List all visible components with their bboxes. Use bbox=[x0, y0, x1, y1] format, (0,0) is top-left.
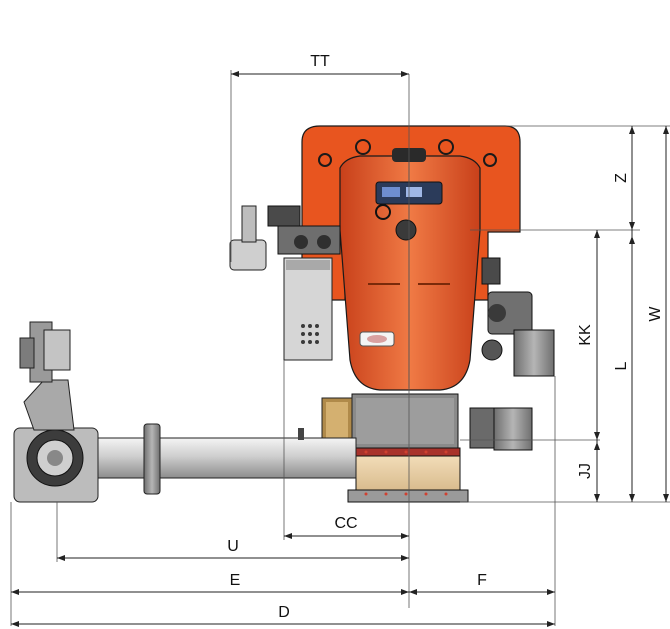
dim-label-tt: TT bbox=[310, 53, 330, 70]
dim-label-jj: JJ bbox=[577, 463, 594, 479]
dim-label-l: L bbox=[613, 361, 630, 370]
dimension-lines bbox=[10, 70, 670, 627]
dim-label-u: U bbox=[227, 538, 239, 555]
dim-label-kk: KK bbox=[577, 324, 594, 346]
dimension-labels: TT Z W KK L JJ CC U E F D bbox=[227, 53, 664, 621]
dim-label-f: F bbox=[477, 572, 487, 589]
burner-illustration bbox=[13, 125, 555, 503]
dim-label-e: E bbox=[230, 572, 241, 589]
dim-label-cc: CC bbox=[334, 515, 357, 532]
dim-label-d: D bbox=[278, 604, 290, 621]
gas-filter-valve bbox=[13, 321, 99, 503]
servo-motor bbox=[469, 407, 533, 451]
fan-motor bbox=[481, 257, 555, 377]
blast-tube bbox=[347, 447, 469, 503]
gas-valve-train bbox=[229, 205, 341, 271]
dim-label-z: Z bbox=[613, 173, 630, 183]
dim-label-w: W bbox=[647, 306, 664, 322]
lifting-rings bbox=[318, 139, 497, 167]
gas-supply-pipe bbox=[95, 423, 357, 495]
air-damper-knob bbox=[395, 219, 417, 241]
control-box bbox=[283, 257, 333, 361]
